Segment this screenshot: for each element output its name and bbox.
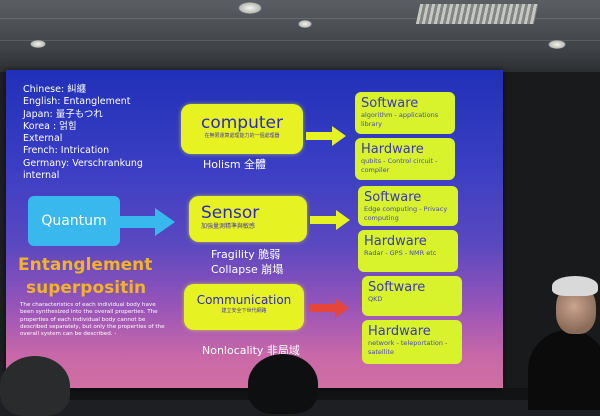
projected-slide: Chinese: 糾纏 English: Entanglement Japan:… xyxy=(6,70,503,388)
hardware-title: Hardware xyxy=(361,142,424,157)
sensor-software-box: Software Edge computing - Privacy comput… xyxy=(358,186,458,226)
quantum-label: Quantum xyxy=(41,213,107,229)
computer-subtitle: 在無限運算處理能力的一個處理器 xyxy=(204,133,280,139)
hardware-detail: Radar - GPS - NMR etc xyxy=(364,249,437,257)
ceiling-light xyxy=(298,20,312,28)
translation-item: Germany: Verschrankung xyxy=(23,157,143,169)
software-title: Software xyxy=(368,280,426,295)
software-title: Software xyxy=(361,96,419,111)
quantum-box: Quantum xyxy=(28,196,120,246)
translations-list: Chinese: 糾纏 English: Entanglement Japan:… xyxy=(23,84,143,182)
nonlocality-caption: Nonlocality 非局域 xyxy=(202,344,300,357)
translation-item: internal xyxy=(23,170,60,182)
translation-item: Japan: 量子もつれ xyxy=(23,108,103,120)
ceiling-light xyxy=(238,2,262,14)
holism-caption: Holism 全體 xyxy=(203,158,267,171)
entanglement-title: Entanglement xyxy=(18,255,153,275)
communication-title: Communication xyxy=(196,293,292,307)
ceiling-seam xyxy=(0,40,600,41)
quantum-arrow-icon xyxy=(119,208,175,236)
hardware-detail: qubits - Control circuit - compiler xyxy=(361,157,438,174)
software-detail: algorithm - applications library xyxy=(361,111,439,128)
translation-item: Chinese: 糾纏 xyxy=(23,84,87,95)
communication-box: Communication 建立安全下世代網路 xyxy=(184,284,304,330)
sensor-hardware-box: Hardware Radar - GPS - NMR etc xyxy=(358,230,458,272)
sensor-title: Sensor xyxy=(201,203,260,223)
presenter-hair xyxy=(552,276,598,296)
sensor-subtitle: 加強量測精準與敏感 xyxy=(201,223,256,230)
hardware-title: Hardware xyxy=(368,324,431,339)
collapse-caption: Collapse 崩塌 xyxy=(211,263,284,276)
software-detail: Edge computing - Privacy computing xyxy=(364,205,448,222)
translation-item: French: Intrication xyxy=(23,145,110,157)
ceiling-vent xyxy=(415,4,539,24)
ceiling-light xyxy=(30,40,46,48)
computer-hardware-box: Hardware qubits - Control circuit - comp… xyxy=(355,138,455,180)
presenter-body xyxy=(528,330,600,410)
audience-head xyxy=(248,354,318,414)
ceiling-seam xyxy=(0,18,600,19)
software-title: Software xyxy=(364,190,422,205)
translation-item: Korea : 얽힘 xyxy=(23,120,77,132)
sensor-arrow-icon xyxy=(310,210,350,230)
fragility-caption: Fragility 脆弱 xyxy=(211,248,281,261)
hardware-detail: network - teleportation - satellite xyxy=(368,339,448,356)
translation-item: English: Entanglement xyxy=(23,96,131,108)
hardware-title: Hardware xyxy=(364,234,427,249)
description-paragraph: The characteristics of each individual b… xyxy=(20,302,165,338)
computer-box: computer 在無限運算處理能力的一個處理器 xyxy=(181,104,303,154)
communication-subtitle: 建立安全下世代網路 xyxy=(221,308,267,314)
computer-software-box: Software algorithm - applications librar… xyxy=(355,92,455,134)
computer-arrow-icon xyxy=(306,126,346,146)
superposition-title: superpositin xyxy=(26,278,147,298)
communication-arrow-icon xyxy=(309,298,349,318)
software-detail: QKD xyxy=(368,295,383,303)
communication-hardware-box: Hardware network - teleportation - satel… xyxy=(362,320,462,364)
communication-software-box: Software QKD xyxy=(362,276,462,316)
audience-head xyxy=(0,356,70,416)
ceiling-light xyxy=(548,40,566,49)
computer-title: computer xyxy=(201,113,283,133)
translation-item: External xyxy=(23,133,63,145)
sensor-box: Sensor 加強量測精準與敏感 xyxy=(189,196,307,242)
